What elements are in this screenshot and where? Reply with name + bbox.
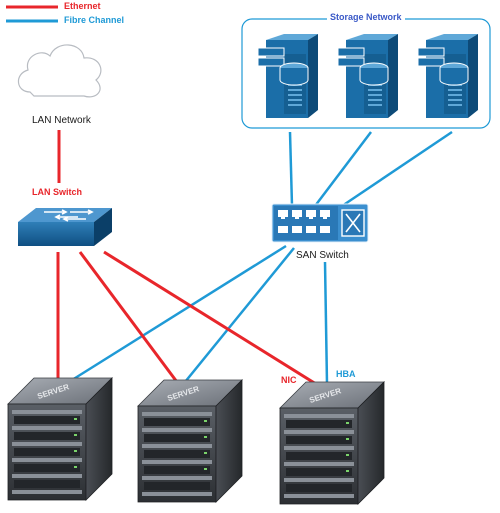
fibre-link-storage1-san <box>288 131 294 207</box>
storage-network-title: Storage Network <box>327 12 405 22</box>
legend-fibre-label: Fibre Channel <box>64 15 125 25</box>
legend <box>6 5 58 23</box>
storage-array-3 <box>417 34 478 118</box>
storage-array-1 <box>257 34 318 118</box>
storage-array-icon <box>257 34 318 118</box>
network-switch-icon <box>18 208 112 246</box>
san-switch-label: SAN Switch <box>296 250 349 261</box>
server-3: SERVER <box>279 381 385 505</box>
server-2: SERVER <box>137 379 243 503</box>
fibre-link-san-server2 <box>184 247 295 383</box>
nic-port-label: NIC <box>281 375 297 385</box>
fibre-link-storage3-san <box>341 130 453 208</box>
storage-array-icon <box>337 34 398 118</box>
fibre-link-san-server3 <box>323 261 329 385</box>
ethernet-link-switch-server2 <box>78 251 179 383</box>
cloud-icon <box>17 44 102 98</box>
server-icon: SERVER <box>7 377 113 501</box>
lan-switch-label: LAN Switch <box>32 187 83 197</box>
server-icon: SERVER <box>137 379 243 503</box>
fibre-channel-links <box>71 130 453 385</box>
server-1: SERVER <box>7 377 113 501</box>
server-icon: SERVER <box>279 381 385 505</box>
ethernet-link-switch-server3 <box>103 250 317 386</box>
fibre-link-storage2-san <box>314 131 372 207</box>
hba-port-label: HBA <box>336 369 356 379</box>
san-switch-icon <box>271 203 369 243</box>
ethernet-links <box>56 130 317 386</box>
lan-network-label: LAN Network <box>32 115 91 126</box>
storage-array-icon <box>417 34 478 118</box>
storage-array-2 <box>337 34 398 118</box>
legend-ethernet-label: Ethernet <box>64 1 101 11</box>
fibre-link-san-server1 <box>71 244 287 382</box>
